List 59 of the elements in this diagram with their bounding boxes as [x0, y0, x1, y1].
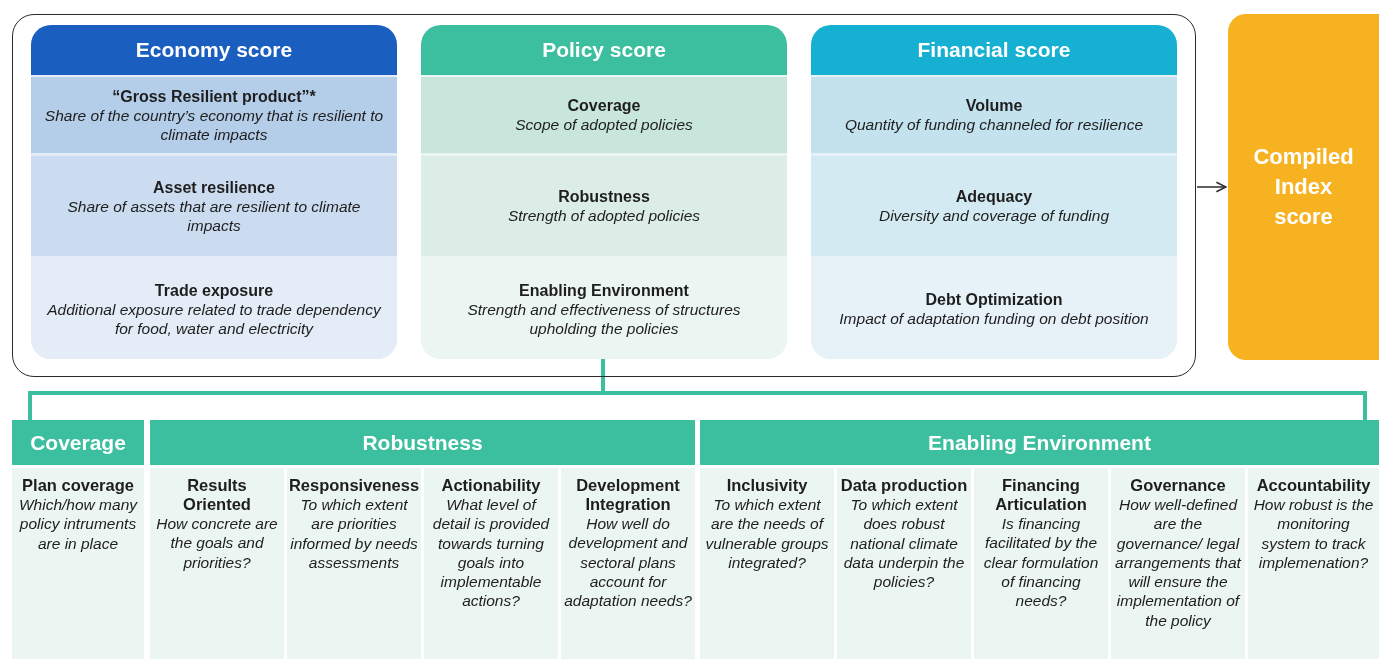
- metric-panel: [421, 156, 787, 256]
- criterion-title: Responsiveness: [288, 476, 420, 495]
- metric-title: Adequacy: [955, 187, 1033, 206]
- metric-description: Quantity of funding channeled for resilience: [844, 115, 1144, 134]
- metric-description: Share of assets that are resilient to climate impacts: [66, 196, 362, 235]
- criterion-question: How well-defined are the governance/ legal arrangements that will ensure the implementation of the policy: [1114, 495, 1242, 631]
- metric-title: Coverage: [567, 96, 641, 115]
- criterion-question: To which extent does robust national climate data underpin the policies?: [842, 495, 966, 592]
- criterion-question: Is financing facilitated by the clear formulation of financing needs?: [982, 514, 1100, 611]
- metric-panel: [811, 156, 1177, 256]
- score-card: [421, 25, 787, 359]
- criterion-title: Results Oriented: [182, 476, 252, 514]
- criterion-title: Governance: [1130, 476, 1226, 495]
- criterion-title: Actionability: [441, 476, 541, 495]
- metric-title: Volume: [965, 96, 1023, 115]
- criterion-title: Financing Articulation: [994, 476, 1088, 514]
- criterion-title: Plan coverage: [22, 476, 134, 495]
- metric-panel: [31, 156, 397, 256]
- arrow: [1196, 181, 1227, 193]
- metric-title: Robustness: [558, 187, 650, 206]
- score-card: [811, 25, 1177, 359]
- metric-description: Scope of adopted policies: [515, 115, 693, 134]
- metric-panel: [811, 77, 1177, 153]
- criterion-question: How robust is the monitoring system to track implemenation?: [1252, 495, 1375, 573]
- metric-description: Additional exposure related to trade dependency for food, water and electricity: [45, 299, 383, 338]
- criterion-question: What level of detail is provided towards turning goals into implementable actions?: [431, 495, 551, 611]
- criterion-title: Inclusivity: [726, 476, 808, 495]
- category-title: Robustness: [361, 429, 484, 456]
- column-header: Economy score: [31, 25, 397, 75]
- metric-title: Debt Optimization: [925, 290, 1063, 309]
- score-card: [31, 25, 397, 359]
- criterion-question: To which extent are the needs of vulnerable groups integrated?: [704, 495, 830, 573]
- criterion-question: To which extent are priorities informed by needs assessments: [290, 495, 418, 573]
- category-title: Enabling Environment: [927, 429, 1152, 456]
- criterion-question: How well do development and sectoral plans account for adaptation needs?: [564, 514, 692, 611]
- metric-panel: [31, 77, 397, 153]
- metric-description: Strength of adopted policies: [507, 206, 701, 225]
- metric-description: Diversity and coverage of funding: [878, 206, 1110, 225]
- result-box: Compiled Index score: [1228, 14, 1379, 360]
- metric-title: Asset resilience: [153, 177, 275, 197]
- criterion-question: Which/how many policy intruments are in place: [18, 495, 139, 553]
- criterion-title: Data production: [840, 476, 968, 495]
- criterion-title: Development Integration: [575, 476, 681, 514]
- category-panel: [700, 420, 1379, 659]
- category-panel: [12, 420, 144, 659]
- criterion-title: Accountability: [1256, 476, 1371, 495]
- metric-description: Share of the country’s economy that is resilient to climate impacts: [43, 105, 385, 144]
- metric-title: Enabling Environment: [519, 280, 689, 300]
- column-header: Financial score: [811, 25, 1177, 75]
- outline-frame: [12, 14, 1196, 377]
- metric-panel: [421, 77, 787, 153]
- category-panel: [150, 420, 695, 659]
- metric-description: Impact of adaptation funding on debt position: [839, 309, 1149, 328]
- metric-description: Strength and effectiveness of structures upholding the policies: [466, 299, 742, 338]
- criterion-question: How concrete are the goals and priorities?: [155, 514, 279, 572]
- category-title: Coverage: [29, 429, 127, 456]
- metric-title: Trade exposure: [154, 280, 274, 300]
- metric-title: “Gross Resilient product”*: [112, 86, 316, 106]
- column-header: Policy score: [421, 25, 787, 75]
